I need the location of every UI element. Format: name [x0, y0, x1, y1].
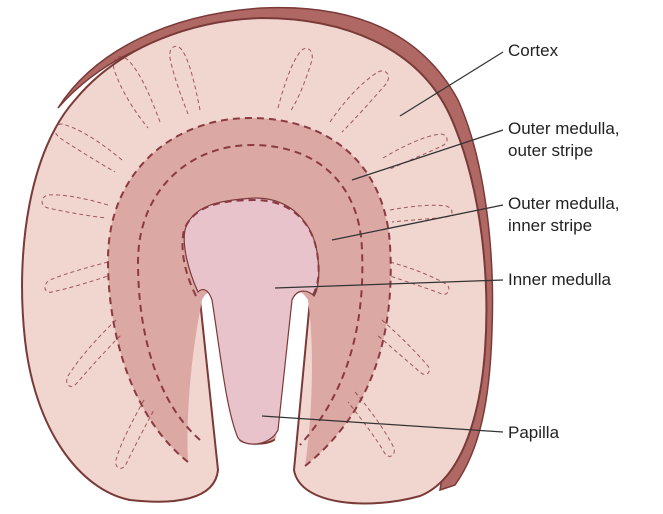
label-outer-stripe-line2: outer stripe — [508, 140, 620, 162]
label-inner-stripe-line2: inner stripe — [508, 215, 620, 237]
label-outer-stripe: Outer medulla, outer stripe — [508, 118, 620, 162]
label-cortex-text: Cortex — [508, 40, 558, 62]
label-papilla: Papilla — [508, 422, 559, 444]
label-inner-stripe-line1: Outer medulla, — [508, 193, 620, 215]
label-cortex: Cortex — [508, 40, 558, 62]
label-inner-stripe: Outer medulla, inner stripe — [508, 193, 620, 237]
label-outer-stripe-line1: Outer medulla, — [508, 118, 620, 140]
label-papilla-text: Papilla — [508, 422, 559, 444]
label-inner-medulla: Inner medulla — [508, 269, 611, 291]
label-inner-medulla-text: Inner medulla — [508, 269, 611, 291]
